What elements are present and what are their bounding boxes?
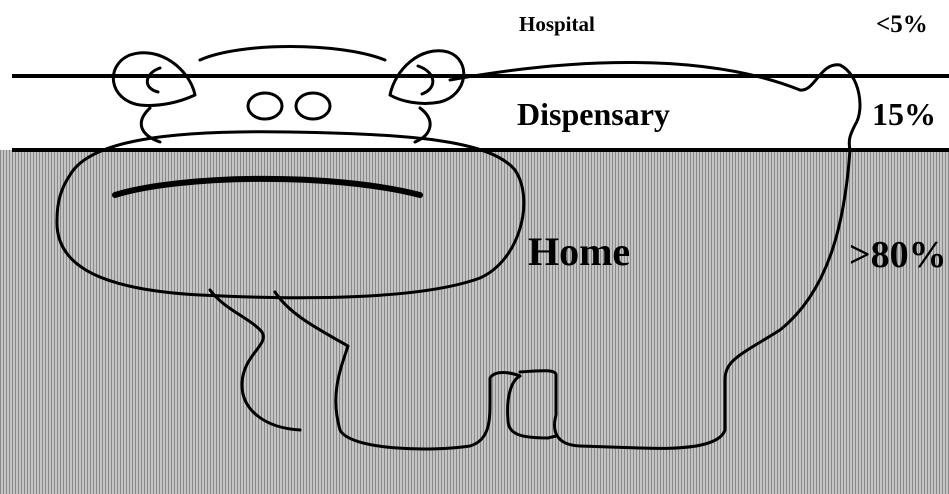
- left-eye: [248, 93, 282, 119]
- hospital-percent: <5%: [876, 12, 928, 37]
- home-zone: [0, 150, 949, 494]
- home-label: Home: [528, 232, 630, 272]
- home-percent: >80%: [849, 236, 947, 274]
- dispensary-label: Dispensary: [517, 98, 670, 130]
- hospital-label: Hospital: [519, 14, 595, 35]
- right-eye: [296, 93, 330, 119]
- dispensary-percent: 15%: [872, 98, 936, 130]
- left-ear: [113, 53, 195, 106]
